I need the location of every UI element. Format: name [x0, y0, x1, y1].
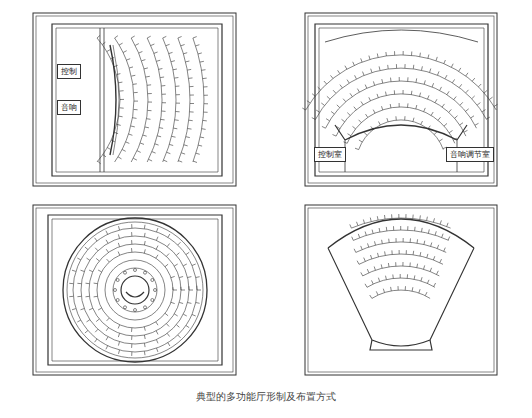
seat-mark [151, 279, 154, 282]
room-label: 音响 [61, 103, 77, 112]
seat-mark [147, 38, 162, 162]
seat-mark [73, 228, 197, 352]
seat-mark [353, 230, 448, 240]
seat-mark [134, 309, 137, 312]
seat-mark [372, 290, 430, 298]
seat-mark [193, 37, 208, 163]
seat-mark [86, 240, 186, 340]
seat-mark [350, 214, 448, 228]
seat-mark [105, 260, 165, 320]
seat-mark [178, 37, 194, 163]
room-box: 音响调节室 [446, 147, 494, 162]
room-label: 音响调节室 [450, 150, 490, 159]
seat-mark [81, 236, 189, 344]
seat-mark [351, 218, 450, 228]
seat-mark [315, 68, 486, 119]
seat-rows [69, 35, 497, 356]
seat-mark [359, 120, 444, 150]
seat-mark [352, 226, 450, 240]
seat-mark [116, 279, 119, 282]
seat-mark [172, 287, 173, 290]
seat-mark [124, 306, 127, 309]
seat-mark [336, 94, 466, 136]
seat-mark [347, 107, 455, 143]
panel-frames [33, 13, 497, 375]
seat-mark [147, 36, 166, 161]
seat-mark [312, 64, 490, 119]
seat-mark [356, 242, 446, 252]
seat-mark [326, 81, 477, 128]
seat-mark [151, 299, 154, 302]
seat-mark [89, 244, 181, 336]
seat-mark [193, 38, 204, 162]
seat-mark [196, 286, 197, 290]
seat-mark [124, 271, 127, 274]
seat-mark [163, 38, 176, 162]
seat-mark [363, 266, 440, 276]
room-box: 音响 [57, 100, 81, 115]
seat-mark [134, 269, 137, 272]
figure-caption: 典型的多功能厅形制及布置方式 [0, 390, 532, 404]
seat-mark [344, 103, 457, 143]
seat-mark [116, 299, 119, 302]
seat-mark [367, 278, 435, 287]
seat-mark [131, 36, 152, 160]
seat-mark [131, 38, 148, 162]
seat-mark [354, 238, 445, 252]
seat-mark [365, 274, 436, 287]
seat-mark [114, 289, 117, 292]
seat-mark [163, 36, 180, 161]
seat-mark [97, 38, 120, 162]
seat-mark [115, 38, 134, 162]
seat-mark [359, 254, 443, 264]
seat-mark [302, 51, 497, 110]
seat-mark [180, 287, 181, 290]
seat-mark [361, 262, 439, 276]
room-label: 控制 [61, 67, 77, 76]
seat-mark [77, 232, 193, 348]
room-box: 控制室 [314, 147, 346, 162]
seat-mark [97, 35, 124, 163]
seat-mark [154, 289, 157, 292]
seat-mark [306, 55, 497, 110]
seat-mark [144, 306, 147, 309]
seat-mark [357, 250, 441, 264]
seat-mark [144, 271, 147, 274]
seat-mark [69, 224, 201, 356]
seat-mark [188, 286, 189, 290]
room-box: 控制 [57, 64, 81, 79]
seat-mark [113, 268, 157, 312]
room-label: 控制室 [318, 150, 342, 159]
seat-mark [355, 116, 447, 149]
walls [48, 24, 488, 365]
seat-mark [97, 252, 173, 328]
seat-mark [370, 286, 427, 298]
seat-mark [94, 248, 177, 332]
seat-mark [333, 90, 468, 136]
seat-mark [178, 38, 190, 162]
